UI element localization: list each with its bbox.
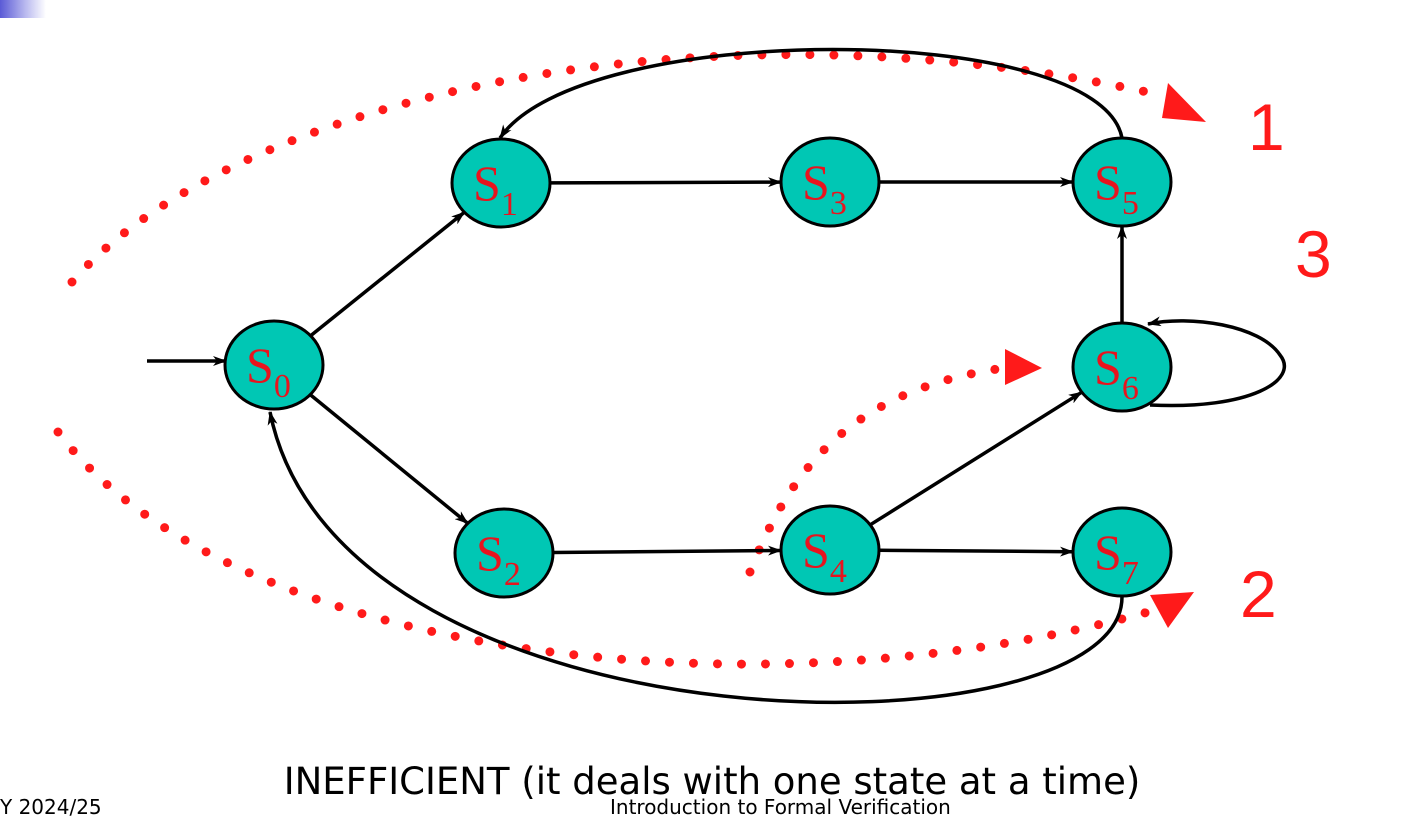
state-s1: S1: [450, 137, 552, 229]
state-node-s1: [450, 137, 552, 229]
state-node-s3: [779, 136, 881, 228]
transition-s6-s6: [1147, 316, 1287, 408]
state-s4: S4: [779, 504, 881, 596]
state-label-s4: S4: [802, 522, 847, 590]
state-label-s6: S6: [1094, 339, 1139, 407]
order-label-3: 3: [1295, 217, 1332, 291]
transitions: [147, 47, 1287, 705]
order-labels: 1 2 3: [1240, 90, 1332, 631]
dotted-arrow-2: [53, 427, 1153, 669]
transition-s2-s4: [552, 545, 782, 556]
state-label-s1: S1: [473, 155, 518, 223]
state-node-s7: [1071, 506, 1173, 598]
state-s6: S6: [1071, 321, 1173, 413]
state-label-s5: S5: [1094, 154, 1139, 222]
transition-s1-s3: [549, 177, 782, 188]
state-node-s0: [223, 319, 325, 411]
state-node-s2: [453, 507, 555, 599]
order-label-2: 2: [1240, 557, 1277, 631]
state-s3: S3: [779, 136, 881, 228]
dotted-arrow-3-head: [1005, 349, 1042, 385]
state-label-s2: S2: [476, 525, 521, 593]
transition-s0-s1: [309, 210, 466, 338]
dotted-arrow-1: [67, 50, 1170, 287]
state-node-s5: [1071, 136, 1173, 228]
state-label-s3: S3: [802, 154, 847, 222]
state-node-s4: [779, 504, 881, 596]
state-node-s6: [1071, 321, 1173, 413]
transition-s7-s0: [267, 411, 1124, 705]
dotted-arrow-2-head: [1150, 592, 1194, 628]
state-s7: S7: [1071, 506, 1173, 598]
slide-corner-decoration: [0, 0, 46, 18]
order-label-1: 1: [1248, 90, 1285, 164]
footer-title: Introduction to Formal Verification: [610, 795, 951, 819]
dotted-arrow-1-head: [1162, 83, 1206, 122]
dotted-arrow-3: [745, 363, 1009, 577]
footer-year: Y 2024/25: [0, 795, 102, 819]
state-s0: S0: [223, 319, 325, 411]
transition-s4-s7: [878, 546, 1074, 557]
state-label-s0: S0: [246, 337, 291, 405]
slide-caption: INEFFICIENT (it deals with one state at …: [283, 760, 1141, 803]
state-s5: S5: [1071, 136, 1173, 228]
transition-s0-s2: [309, 393, 469, 525]
transition-s4-s6: [869, 390, 1083, 527]
state-label-s7: S7: [1094, 524, 1139, 592]
dotted-arrows: [53, 50, 1206, 669]
transition-s5-s1: [498, 47, 1124, 139]
state-s2: S2: [453, 507, 555, 599]
